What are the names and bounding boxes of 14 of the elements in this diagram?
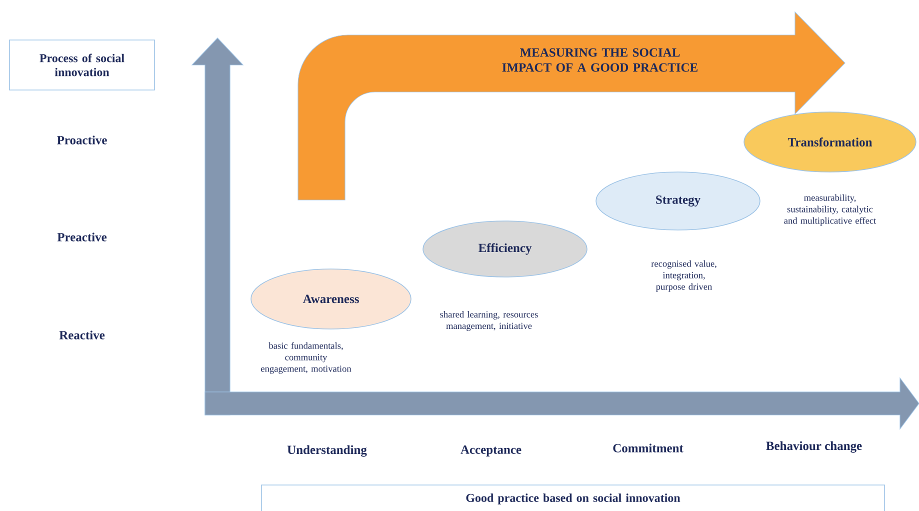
stage-description: recognised value, integration, purpose driven — [651, 260, 716, 292]
stage-label: Understanding — [287, 445, 367, 457]
stage-description: basic fundamentals, community engagement, motivation — [261, 342, 352, 374]
heading-box: Process of social innovation — [9, 40, 155, 90]
stage-description: measurability, sustainability, catalytic and multiplicative effect — [784, 194, 876, 226]
stage-label: Acceptance — [460, 446, 522, 456]
level-label: Preactive — [57, 232, 107, 242]
stage-description: shared learning, resources management, initiative — [440, 311, 538, 331]
stage-label: Behaviour change — [766, 441, 862, 453]
arrow-title: MEASURING THE SOCIAL IMPACT OF A GOOD PRACTICE — [502, 48, 698, 72]
level-label: Reactive — [59, 330, 105, 340]
footer-box: Good practice based on social innovation — [261, 484, 885, 511]
stage-label: Commitment — [613, 444, 684, 452]
level-label: Proactive — [57, 136, 107, 144]
